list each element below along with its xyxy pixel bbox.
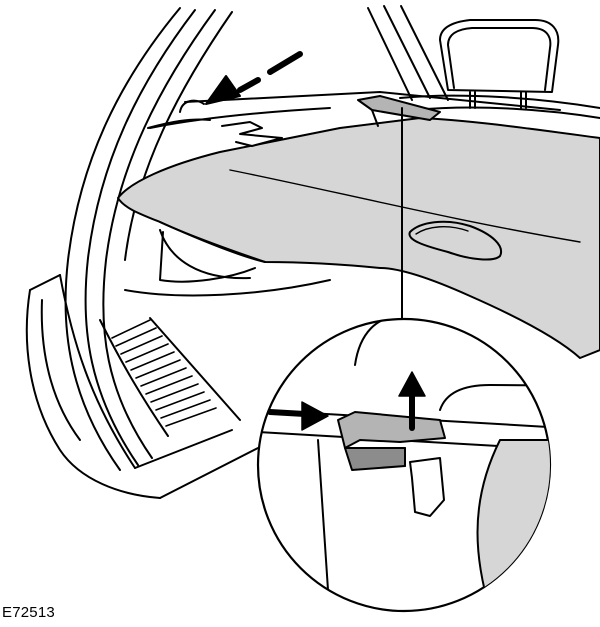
- load-floor: [124, 229, 331, 297]
- figure-code: E72513: [2, 604, 55, 621]
- press-arrow-main: [205, 51, 303, 105]
- bumper-and-sill: [25, 274, 259, 499]
- detail-clip-part: [337, 411, 446, 449]
- luggage-cover-panel: [117, 117, 600, 359]
- pivot-clip: [357, 95, 441, 127]
- cover-side-retainer: [147, 99, 283, 147]
- rear-seat-headrest: [399, 19, 600, 119]
- lift-arrow-detail: [398, 371, 426, 431]
- detail-magnifier: [256, 317, 552, 613]
- push-arrow-detail: [267, 401, 329, 431]
- tailgate-opening-frame: [64, 5, 561, 471]
